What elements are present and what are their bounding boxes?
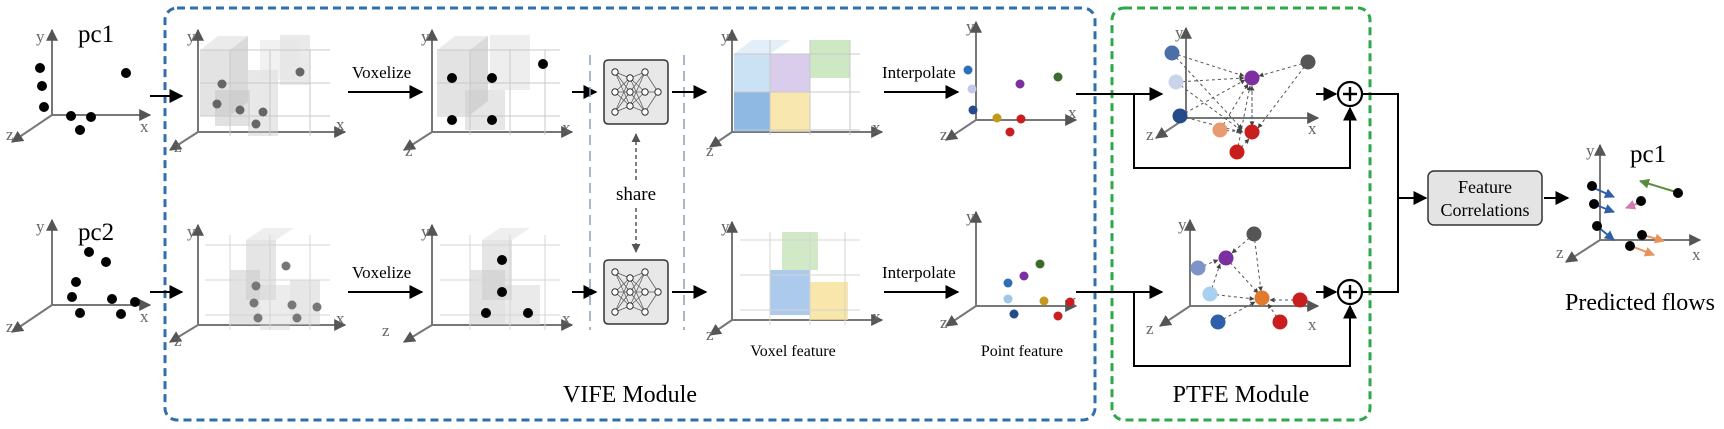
svg-text:Correlations: Correlations [1441,200,1530,220]
svg-text:y: y [187,27,196,46]
voxel-feature-label: Voxel feature [750,343,835,360]
svg-text:z: z [6,317,14,336]
svg-text:z: z [1146,319,1154,338]
svg-text:z: z [6,125,14,144]
svg-text:x: x [1692,245,1701,264]
point-feature-label: Point feature [981,343,1063,360]
merge-path-top [1362,93,1399,198]
ptfe-graph-bottom: y x z [1146,215,1320,338]
voxelize-label-bottom: Voxelize [352,263,411,282]
voxel-grid-pc1: y x z [168,27,347,156]
interpolate-label-bottom: Interpolate [882,263,956,282]
svg-text:y: y [421,222,430,241]
svg-text:x: x [336,115,345,134]
svg-text:z: z [706,141,714,160]
svg-text:x: x [1308,119,1317,138]
svg-text:y: y [966,17,975,36]
predicted-flows-caption: Predicted flows [1565,290,1715,316]
svg-text:y: y [1178,215,1187,234]
svg-text:y: y [966,207,975,226]
svg-text:z: z [940,313,948,332]
svg-text:z: z [706,325,714,344]
plus-node-bottom [1336,278,1364,306]
svg-text:x: x [140,307,149,326]
ptfe-graph-top: y x z [1146,23,1320,160]
svg-text:z: z [382,321,390,340]
voxelized-grid-pc2: y x z [382,222,574,343]
pc1-label: pc1 [78,21,114,48]
svg-text:z: z [1556,243,1564,262]
svg-text:x: x [1308,315,1317,334]
svg-text:x: x [140,117,149,136]
svg-text:y: y [187,222,196,241]
output-pc1-label: pc1 [1630,141,1666,168]
network-icon-bottom [603,259,669,325]
svg-text:z: z [405,141,413,160]
vife-module-label: VIFE Module [563,382,697,408]
svg-text:z: z [174,137,182,156]
svg-text:z: z [940,125,948,144]
voxel-features-top: y x z [706,27,884,160]
svg-text:x: x [562,118,571,137]
voxel-grid-pc2: y x z [168,222,347,350]
voxelize-label-top: Voxelize [352,63,411,82]
svg-text:x: x [872,307,881,326]
input-pc1-plot: y x z pc1 [6,21,152,144]
svg-text:x: x [336,309,345,328]
svg-text:y: y [36,27,45,46]
point-features-bottom: y x z [940,207,1078,332]
svg-text:y: y [721,27,730,46]
predicted-flows-plot: y x z pc1 [1556,141,1702,264]
svg-text:y: y [1175,23,1184,42]
svg-text:z: z [1146,125,1154,144]
vife-module-border [163,6,1097,422]
svg-text:x: x [562,309,571,328]
point-features-top: y x z [940,17,1078,144]
residual-bottom [1133,292,1357,367]
merge-path-bottom [1362,198,1399,293]
pc2-label: pc2 [78,219,114,246]
svg-text:y: y [721,217,730,236]
share-label: share [616,184,656,205]
svg-text:y: y [36,217,45,236]
svg-text:Feature: Feature [1458,177,1512,197]
plus-node-top [1336,80,1364,108]
ptfe-module-label: PTFE Module [1173,382,1310,408]
ptfe-module-border [1110,6,1372,422]
feature-correlations-box: Feature Correlations [1427,170,1543,226]
residual-top [1133,94,1357,169]
input-pc2-plot: y x z pc2 [6,217,152,336]
svg-text:x: x [1068,103,1077,122]
interpolate-label-top: Interpolate [882,63,956,82]
network-icon-top [603,59,669,125]
svg-text:y: y [1586,141,1595,160]
svg-text:x: x [872,118,881,137]
voxelized-grid-pc1: y x z [402,27,574,160]
svg-text:z: z [174,331,182,350]
voxel-features-bottom: y x z [706,217,884,344]
svg-text:y: y [421,27,430,46]
